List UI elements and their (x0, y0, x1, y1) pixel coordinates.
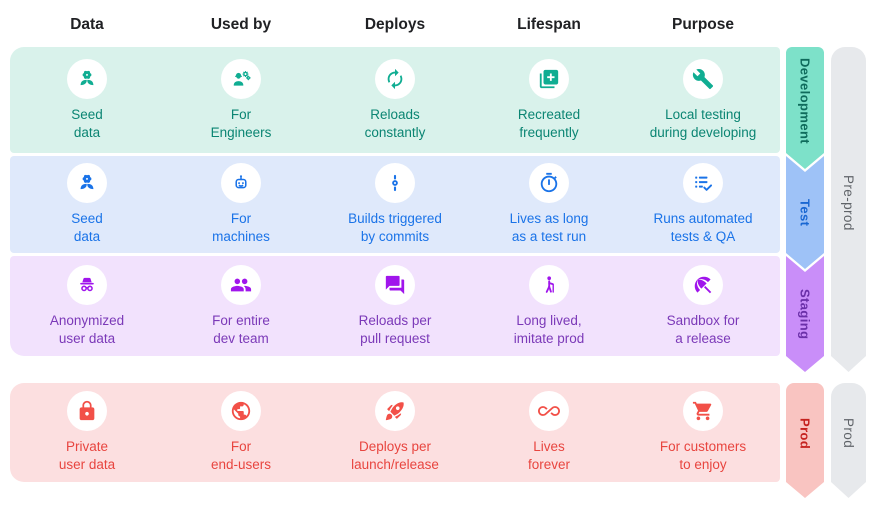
column-header-lifespan: Lifespan (517, 16, 581, 33)
cell-label: Reloads constantly (364, 106, 426, 140)
elderly-icon (529, 264, 569, 305)
commit-icon (375, 163, 415, 204)
cell-staging-deploys: Reloads per pull request (318, 256, 472, 356)
cell-dev-data: Seed data (10, 47, 164, 153)
lock-icon (67, 391, 107, 432)
column-header-purpose: Purpose (671, 16, 734, 33)
umbrella-icon (683, 264, 723, 305)
cell-label: For entire dev team (212, 312, 270, 346)
column-headers: Data Used by Deploys Lifespan Purpose (10, 16, 780, 34)
cell-test-purpose: Runs automated tests & QA (626, 156, 780, 253)
cell-label: Reloads per pull request (358, 312, 432, 346)
ribbon-staging: Staging (786, 256, 824, 372)
cell-label: Runs automated tests & QA (653, 211, 753, 244)
cell-dev-used-by: For Engineers (164, 47, 318, 153)
library-add-icon (529, 58, 569, 99)
column-header-deploys: Deploys (364, 16, 426, 33)
ribbon-test-label: Test (797, 198, 813, 227)
ribbon-development: Development (786, 47, 824, 169)
cell-label: Anonymized user data (49, 312, 125, 346)
cell-label: Local testing during developing (649, 106, 757, 140)
cell-test-lifespan: Lives as long as a test run (472, 156, 626, 253)
column-header-used-by: Used by (210, 16, 272, 33)
cell-staging-lifespan: Long lived, imitate prod (472, 256, 626, 356)
cell-dev-purpose: Local testing during developing (626, 47, 780, 153)
cell-prod-lifespan: Lives forever (472, 383, 626, 482)
ribbon-staging-label: Staging (797, 288, 813, 340)
cell-label: Builds triggered by commits (348, 211, 442, 244)
cell-label: For customers to enjoy (659, 439, 747, 472)
seedling-icon (67, 163, 107, 204)
cell-label: Lives as long as a test run (509, 211, 589, 244)
cell-prod-used-by: For end-users (164, 383, 318, 482)
cell-prod-purpose: For customers to enjoy (626, 383, 780, 482)
cell-label: Long lived, imitate prod (513, 312, 585, 346)
wrench-icon (683, 58, 723, 99)
cell-label: For machines (212, 211, 270, 244)
column-header-data: Data (70, 16, 104, 33)
cell-label: Recreated frequently (517, 106, 581, 140)
forum-icon (375, 264, 415, 305)
robot-icon (221, 163, 261, 204)
row-test: Seed data For machines Builds triggered … (10, 156, 780, 253)
ribbon-pre-prod-group: Pre-prod (831, 47, 866, 372)
ribbon-pre-prod-label: Pre-prod (841, 174, 856, 231)
ribbon-prod-label: Prod (797, 417, 813, 450)
cell-prod-deploys: Deploys per launch/release (318, 383, 472, 482)
cell-label: Private user data (58, 439, 116, 472)
cell-staging-used-by: For entire dev team (164, 256, 318, 356)
cell-staging-purpose: Sandbox for a release (626, 256, 780, 356)
row-staging: Anonymized user data For entire dev team… (10, 256, 780, 356)
ribbon-development-label: Development (797, 57, 813, 145)
row-prod: Private user data For end-users Deploys … (10, 383, 780, 482)
row-development: Seed data For Engineers Reloads constant… (10, 47, 780, 153)
ribbon-prod: Prod (786, 383, 824, 498)
engineer-icon (221, 58, 261, 99)
rocket-icon (375, 391, 415, 432)
sync-icon (375, 58, 415, 99)
cell-label: Seed data (71, 211, 103, 244)
ribbon-test: Test (786, 156, 824, 269)
cell-staging-data: Anonymized user data (10, 256, 164, 356)
seedling-icon (67, 58, 107, 99)
cell-dev-deploys: Reloads constantly (318, 47, 472, 153)
checklist-icon (683, 163, 723, 204)
timer-icon (529, 163, 569, 204)
cart-icon (683, 391, 723, 432)
ribbon-prod-group-label: Prod (841, 418, 856, 449)
cell-label: For end-users (210, 439, 272, 472)
ribbon-prod-group: Prod (831, 383, 866, 498)
cell-label: Sandbox for a release (666, 312, 740, 346)
cell-test-data: Seed data (10, 156, 164, 253)
cell-dev-lifespan: Recreated frequently (472, 47, 626, 153)
cell-label: Deploys per launch/release (351, 439, 439, 472)
incognito-icon (67, 264, 107, 305)
cell-label: Lives forever (527, 439, 571, 472)
cell-test-deploys: Builds triggered by commits (318, 156, 472, 253)
globe-icon (221, 391, 261, 432)
infinity-icon (529, 391, 569, 432)
cell-label: For Engineers (210, 106, 272, 140)
cell-test-used-by: For machines (164, 156, 318, 253)
cell-label: Seed data (71, 106, 103, 140)
cell-prod-data: Private user data (10, 383, 164, 482)
group-icon (221, 264, 261, 305)
